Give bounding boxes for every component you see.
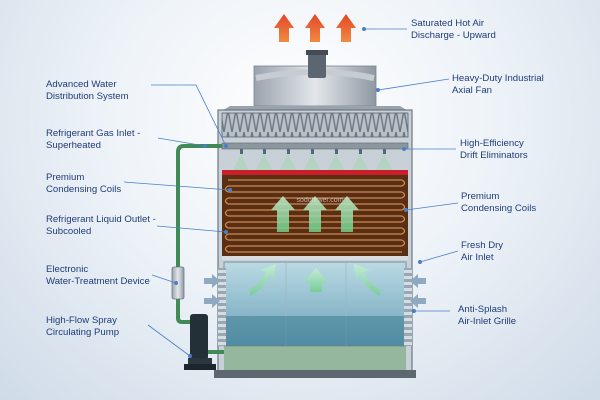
fresh-air-arrows (204, 274, 426, 308)
external-piping (171, 144, 224, 370)
condensing-coils: sodotower.com (222, 170, 408, 260)
air-arrow (250, 264, 276, 296)
coil-bend (224, 185, 229, 193)
air-arrow (335, 196, 359, 232)
hot-air-arrow (305, 14, 325, 42)
watermark-text: sodotower.com (296, 197, 343, 204)
coil-bend (401, 215, 406, 223)
air-arrow (271, 196, 295, 232)
water-distribution (221, 142, 409, 170)
air-arrow (204, 294, 220, 308)
air-inlet-grille-right (404, 268, 412, 346)
circulating-pump (190, 314, 208, 360)
air-arrow (410, 274, 426, 288)
coil-bend (401, 191, 406, 199)
basin-air-arrows (250, 264, 380, 296)
coil-bend (224, 197, 229, 205)
air-arrow (204, 274, 220, 288)
air-inlet-grille-left (218, 268, 226, 346)
coil-bend (224, 245, 229, 253)
hot-air-arrow (336, 14, 356, 42)
label-gas-inlet: Refrigerant Gas Inlet -Superheated (46, 128, 141, 151)
coil-bend (224, 221, 229, 229)
basin-floor (224, 346, 406, 372)
coil-bend (401, 179, 406, 187)
leader-lines (123, 26, 459, 358)
tower-base (214, 370, 416, 378)
gas-header (222, 170, 408, 175)
coil-bend (401, 239, 406, 247)
coil-bend (224, 233, 229, 241)
hot-air-arrow (274, 14, 294, 42)
air-arrow (354, 264, 380, 296)
air-arrow (410, 294, 426, 308)
label-liquid-outlet: Refrigerant Liquid Outlet -Subcooled (46, 214, 156, 237)
air-arrow (303, 196, 327, 232)
coil-bend (401, 203, 406, 211)
coil-bend (401, 227, 406, 235)
coil-air-arrows (271, 196, 359, 232)
air-arrow (304, 268, 328, 292)
fan-housing (220, 50, 410, 112)
fan-motor (308, 52, 326, 78)
drift-eliminators (221, 112, 409, 138)
coil-bend (224, 209, 229, 217)
hot-air-arrows (274, 14, 356, 42)
